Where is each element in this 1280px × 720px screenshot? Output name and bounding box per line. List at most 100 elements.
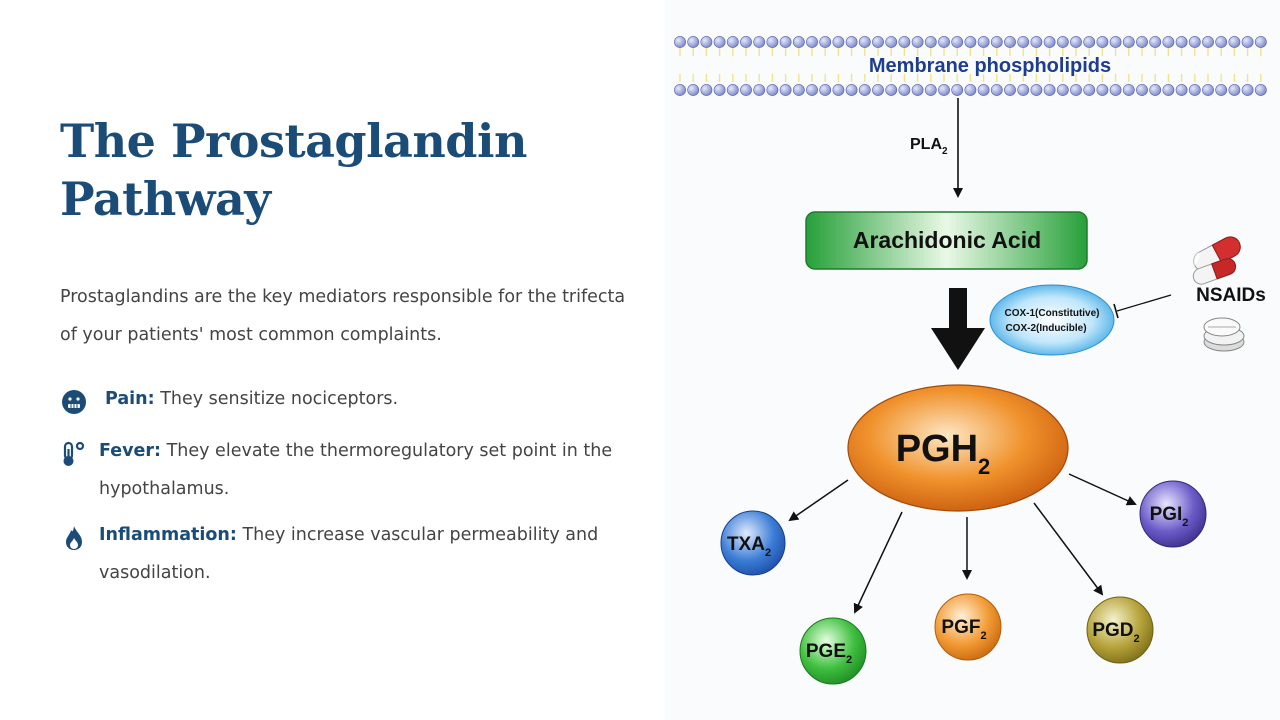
- lipid-head: [990, 36, 1003, 48]
- lipid-head: [1202, 36, 1214, 48]
- nsaid-inhibition-bar: [1113, 303, 1119, 319]
- lipid-head: [1241, 84, 1254, 96]
- pgd2-node: [1086, 596, 1154, 664]
- arachidonic-acid-label: Arachidonic Acid: [853, 227, 1041, 253]
- cox2-label: COX-2(Inducible): [1005, 323, 1086, 334]
- lipid-head: [1215, 84, 1228, 96]
- lipid-head: [740, 36, 752, 48]
- lipid-head: [726, 84, 739, 96]
- arrow-to-pge2: [853, 511, 903, 614]
- membrane-bilayer: Membrane phospholipids: [674, 36, 1267, 96]
- lipid-head: [740, 84, 752, 96]
- pgh2-main: PGH: [896, 428, 978, 470]
- pgi2-label: PGI2: [1150, 504, 1189, 529]
- lipid-head: [1043, 84, 1056, 96]
- bullet-term: Pain:: [105, 389, 155, 409]
- prostaglandin-pathway-diagram: Membrane phospholipids PLA2 Arachidonic …: [674, 36, 1267, 685]
- lipid-head: [951, 84, 964, 96]
- page-title: The Prostaglandin Pathway: [60, 112, 527, 228]
- lipid-head: [1004, 36, 1016, 48]
- lipid-head: [1175, 36, 1188, 48]
- lipid-head: [832, 36, 845, 48]
- title-line-2: Pathway: [60, 172, 271, 226]
- lipid-head: [687, 36, 700, 48]
- pgd2-sub: 2: [1134, 633, 1140, 645]
- pgf2-main: PGF: [941, 617, 980, 638]
- lipid-head: [1241, 36, 1254, 48]
- lipid-head: [1096, 36, 1109, 48]
- lipid-head: [951, 36, 964, 48]
- lipid-head: [1228, 84, 1241, 96]
- lipid-head: [1254, 36, 1267, 48]
- bullet-text: They increase vascular permeability and …: [99, 525, 599, 583]
- lipid-head: [924, 84, 937, 96]
- nsaids-label: NSAIDs: [1196, 285, 1266, 306]
- lipid-head: [700, 36, 713, 48]
- arrow-to-pgi2: [1068, 473, 1137, 506]
- lipid-head: [1188, 84, 1201, 96]
- membrane-label: Membrane phospholipids: [869, 55, 1111, 77]
- capsule-pill-icon-2: [1192, 258, 1237, 285]
- lipid-head: [1030, 36, 1043, 48]
- pla2-main: PLA: [910, 136, 942, 153]
- pge2-node: [799, 617, 867, 685]
- lipid-head: [1004, 84, 1016, 96]
- lipid-head: [1017, 84, 1030, 96]
- pgf2-node: [934, 593, 1002, 661]
- pgh2-sub: 2: [978, 454, 990, 479]
- lipid-head: [806, 84, 818, 96]
- lipid-head: [819, 84, 832, 96]
- title-line-1: The Prostaglandin: [60, 114, 527, 168]
- pla2-label: PLA2: [910, 136, 948, 157]
- nsaid-inhibition-line: [1116, 294, 1172, 312]
- pgd2-label: PGD2: [1092, 620, 1139, 645]
- lipid-head: [1149, 84, 1162, 96]
- lipid-head: [1109, 84, 1122, 96]
- lipid-head: [872, 84, 884, 96]
- lipid-head: [713, 84, 726, 96]
- lipid-head: [858, 36, 871, 48]
- lipid-head: [1056, 84, 1069, 96]
- tablet-pill-icon: [1203, 317, 1245, 352]
- lipid-head: [1215, 36, 1228, 48]
- lipid-head: [726, 36, 739, 48]
- lipid-head: [1083, 84, 1096, 96]
- lipid-head: [924, 36, 937, 48]
- cox-enzyme-bubble: [989, 284, 1115, 356]
- lipid-head: [1175, 84, 1188, 96]
- lipid-head: [1043, 36, 1056, 48]
- lipid-head: [753, 36, 766, 48]
- lipid-head: [1188, 36, 1201, 48]
- arachidonic-acid-box: [805, 211, 1088, 270]
- bullet-inflammation: Inflammation: They increase vascular per…: [60, 516, 630, 592]
- lipid-head: [964, 84, 977, 96]
- cox1-label: COX-1(Constitutive): [1005, 308, 1100, 319]
- lipid-head: [1254, 84, 1267, 96]
- arrow-to-pgd2: [1033, 502, 1104, 596]
- txa2-main: TXA: [727, 534, 765, 555]
- txa2-label: TXA2: [727, 534, 771, 559]
- pgh2-node: [847, 384, 1069, 512]
- lipid-head: [845, 36, 858, 48]
- lipid-head: [687, 84, 700, 96]
- membrane-heads-top: [674, 36, 1267, 48]
- pge2-sub: 2: [846, 654, 852, 666]
- lipid-head: [779, 84, 792, 96]
- lipid-head: [1122, 84, 1135, 96]
- lipid-head: [1030, 84, 1043, 96]
- lipid-head: [1228, 36, 1241, 48]
- lipid-head: [819, 36, 832, 48]
- bullet-text: They elevate the thermoregulatory set po…: [99, 441, 613, 499]
- bullet-text: They sensitize nociceptors.: [154, 389, 399, 409]
- pge2-main: PGE: [806, 641, 846, 662]
- lipid-head: [938, 36, 950, 48]
- lipid-head: [1122, 36, 1135, 48]
- pgi2-sub: 2: [1182, 517, 1188, 529]
- pge2-label: PGE2: [806, 641, 852, 666]
- lipid-head: [806, 36, 818, 48]
- diagram-panel: Membrane phospholipids PLA2 Arachidonic …: [665, 0, 1280, 720]
- bullet-pain: Pain: They sensitize nociceptors.: [60, 380, 630, 418]
- lipid-head: [1070, 84, 1082, 96]
- pgd2-main: PGD: [1092, 620, 1133, 641]
- lipid-head: [1162, 84, 1175, 96]
